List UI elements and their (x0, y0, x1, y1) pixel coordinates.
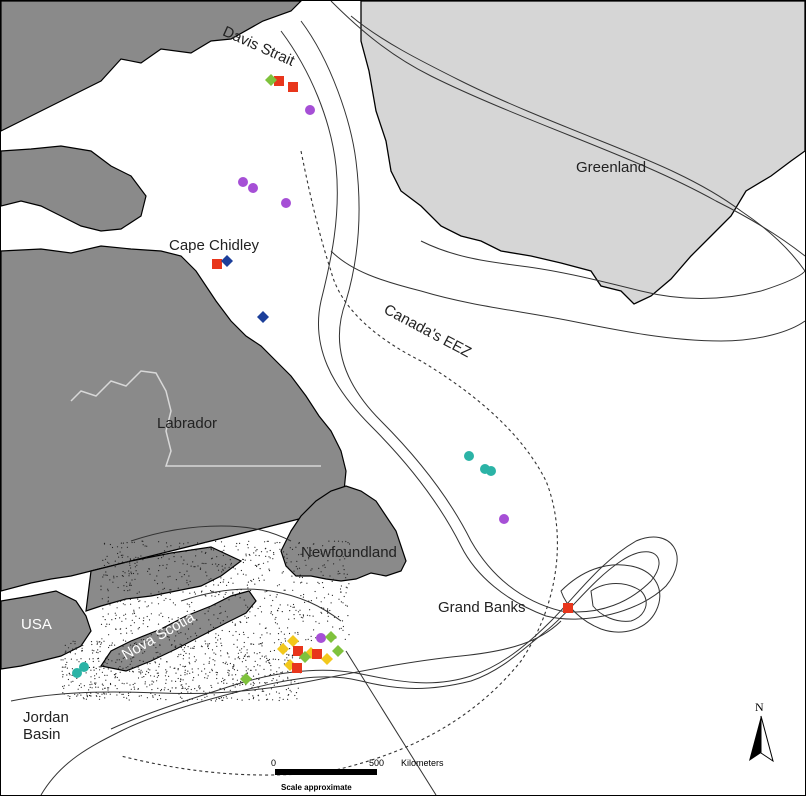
bathymetry-contours (10, 1, 805, 795)
observation-purple-circle (305, 105, 315, 115)
observation-purple-circle (499, 514, 509, 524)
label-grand-banks: Grand Banks (438, 599, 526, 616)
observation-red-square (312, 649, 322, 659)
newfoundland-landmass (280, 485, 407, 582)
observation-red-square (212, 259, 222, 269)
north-arrow: N (749, 700, 774, 763)
observation-blue-diamond (221, 255, 233, 267)
observation-purple-circle (238, 177, 248, 187)
observation-green-diamond (240, 673, 252, 685)
observation-teal-circle (72, 668, 82, 678)
eez-boundary (120, 150, 558, 776)
observation-teal-circle (464, 451, 474, 461)
label-cape-chidley: Cape Chidley (169, 237, 260, 254)
baffin-island-landmass (1, 1, 302, 132)
observation-purple-circle (316, 633, 326, 643)
observation-green-diamond (299, 651, 311, 663)
label-labrador: Labrador (157, 415, 218, 432)
observation-green-diamond (332, 645, 344, 657)
observation-green-diamond (265, 74, 277, 86)
scale-caption: Scale approximate (281, 783, 352, 792)
observation-red-square (563, 603, 573, 613)
observation-yellow-diamond (287, 635, 299, 647)
scale-units: Kilometers (401, 758, 444, 768)
nova-scotia-landmass (100, 590, 257, 672)
observation-blue-diamond (257, 311, 269, 323)
transect-line (345, 650, 437, 795)
observation-green-diamond (325, 631, 337, 643)
observation-teal-circle (79, 662, 89, 672)
observation-red-square (293, 646, 303, 656)
north-arrow-letter: N (755, 700, 764, 714)
label-newfoundland: Newfoundland (301, 544, 397, 561)
observation-red-square (292, 663, 302, 673)
scale-max: 500 (369, 758, 384, 768)
observation-markers (72, 74, 573, 685)
baffin-island-south (1, 145, 147, 232)
observation-red-square (274, 76, 284, 86)
observation-purple-circle (281, 198, 291, 208)
sponge-ground-stipple (60, 540, 351, 702)
observation-teal-circle (486, 466, 496, 476)
scale-bar: 0 500 Kilometers Scale approximate (271, 758, 444, 792)
labrador-boundary (70, 370, 321, 467)
greenland-landmass (360, 1, 805, 305)
observation-purple-circle (248, 183, 258, 193)
observation-yellow-diamond (321, 653, 333, 665)
usa-landmass (1, 590, 92, 670)
label-greenland: Greenland (576, 159, 647, 176)
label-usa: USA (21, 616, 52, 633)
scale-zero: 0 (271, 758, 276, 768)
observation-red-square (288, 82, 298, 92)
label-jordan-basin: Jordan Basin (23, 709, 69, 743)
observation-yellow-diamond (277, 643, 289, 655)
